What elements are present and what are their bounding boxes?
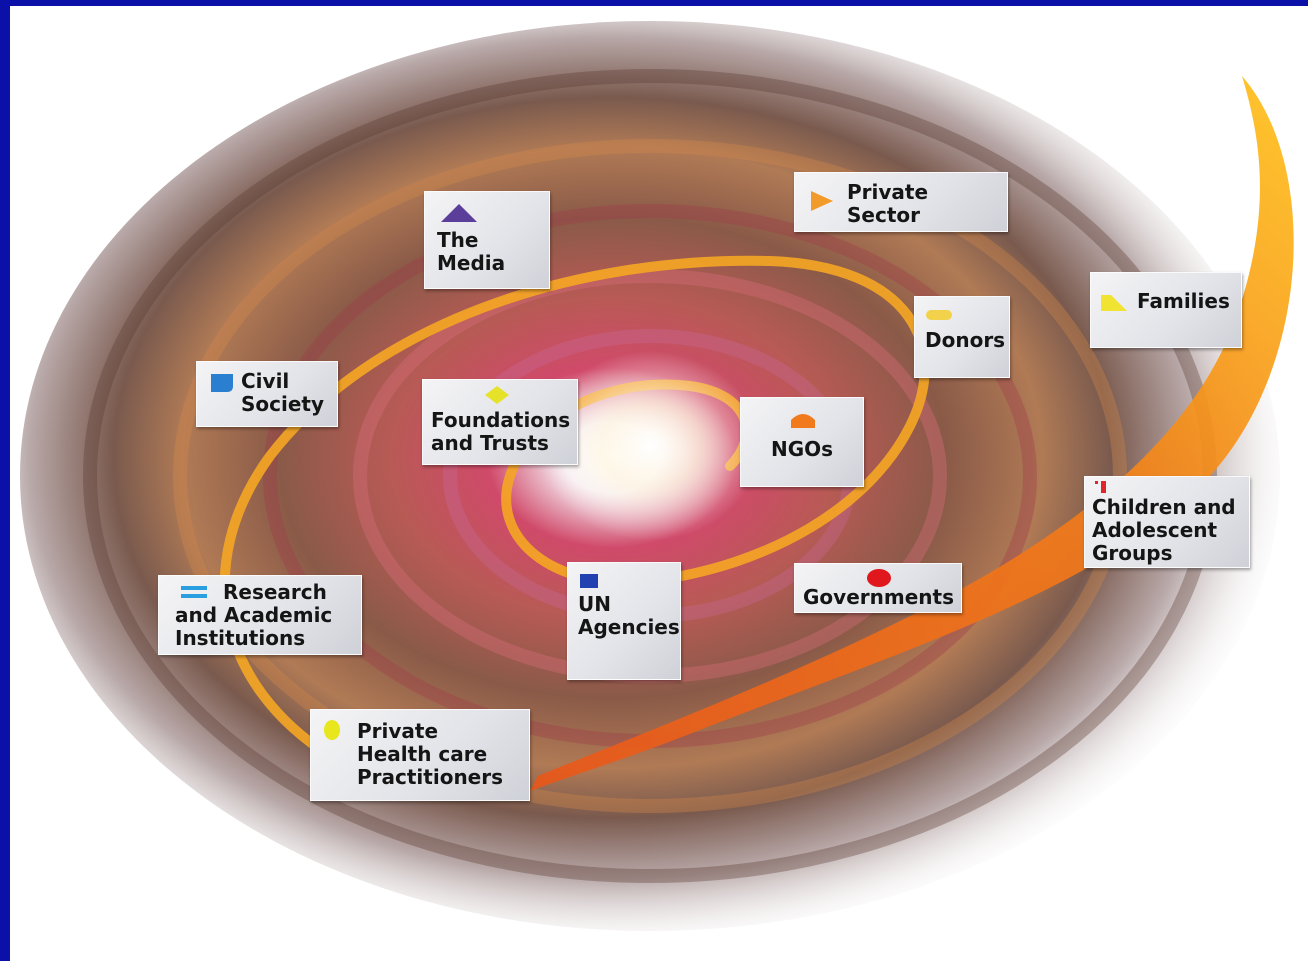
card-the-media: The Media	[424, 191, 550, 289]
card-label: NGOs	[741, 438, 863, 461]
card-foundations-trusts: Foundations and Trusts	[422, 379, 578, 465]
card-label: UN Agencies	[578, 593, 680, 639]
card-governments: Governments	[794, 563, 962, 613]
card-private-health: Private Health care Practitioners	[310, 709, 530, 801]
card-children-adolescent-groups: Children and Adolescent Groups	[1084, 476, 1250, 568]
card-families: Families	[1090, 272, 1242, 348]
triangle-icon	[439, 202, 479, 224]
card-label: Governments	[803, 586, 954, 609]
card-label: Civil Society	[241, 370, 324, 416]
card-label: Private Sector	[847, 181, 928, 227]
card-civil-society: Civil Society	[196, 361, 338, 427]
card-label: Private Health care Practitioners	[357, 720, 503, 789]
house-shape-icon	[1097, 291, 1129, 313]
diamond-icon	[483, 384, 511, 406]
bracket-icon	[1093, 479, 1109, 495]
card-research-academic: Research and Academic Institutions	[158, 575, 362, 655]
pill-icon	[925, 309, 953, 321]
card-label: Children and Adolescent Groups	[1092, 496, 1236, 565]
card-ngos: NGOs	[740, 397, 864, 487]
card-un-agencies: UN Agencies	[567, 562, 681, 680]
card-donors: Donors	[914, 296, 1010, 378]
oval-icon	[321, 718, 343, 742]
square-icon	[578, 573, 600, 589]
card-label: Families	[1137, 290, 1230, 313]
play-arrow-icon	[809, 189, 835, 213]
card-label: Donors	[925, 329, 1005, 352]
card-label: Foundations and Trusts	[431, 409, 570, 455]
dome-icon	[789, 408, 817, 430]
flag-shape-icon	[209, 372, 235, 394]
card-private-sector: Private Sector	[794, 172, 1008, 232]
card-label: Research and Academic Institutions	[175, 581, 332, 650]
card-label: The Media	[437, 229, 505, 275]
diagram-canvas: The Media Private Sector Families Donors…	[10, 6, 1308, 961]
